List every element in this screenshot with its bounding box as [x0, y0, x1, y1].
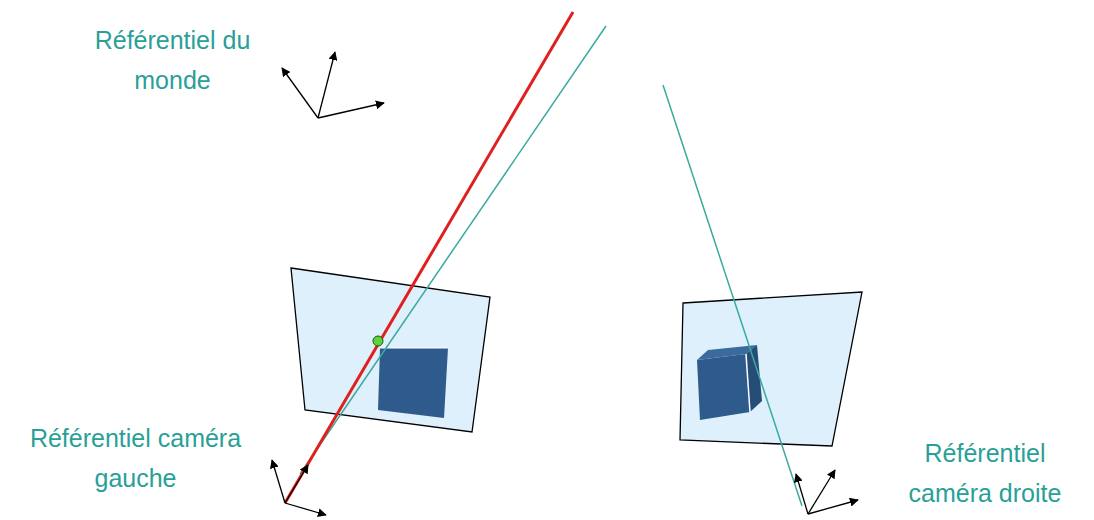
teal-ray-right: [663, 85, 802, 506]
frame-label: Référentiel du monde: [55, 20, 290, 100]
red-ray: [285, 12, 573, 503]
right-camera-axes: [796, 470, 858, 514]
left-camera-axes: [272, 460, 326, 515]
left-image-plane: [291, 268, 490, 432]
teal-ray-left: [300, 26, 606, 474]
right-image-plane: [680, 292, 862, 446]
world-axes: [282, 52, 384, 118]
frame-label: Référentiel caméra gauche: [8, 418, 263, 498]
left-cube: [378, 348, 448, 418]
projected-point: [373, 336, 383, 346]
frame-label: Référentiel caméra droite: [885, 433, 1085, 513]
